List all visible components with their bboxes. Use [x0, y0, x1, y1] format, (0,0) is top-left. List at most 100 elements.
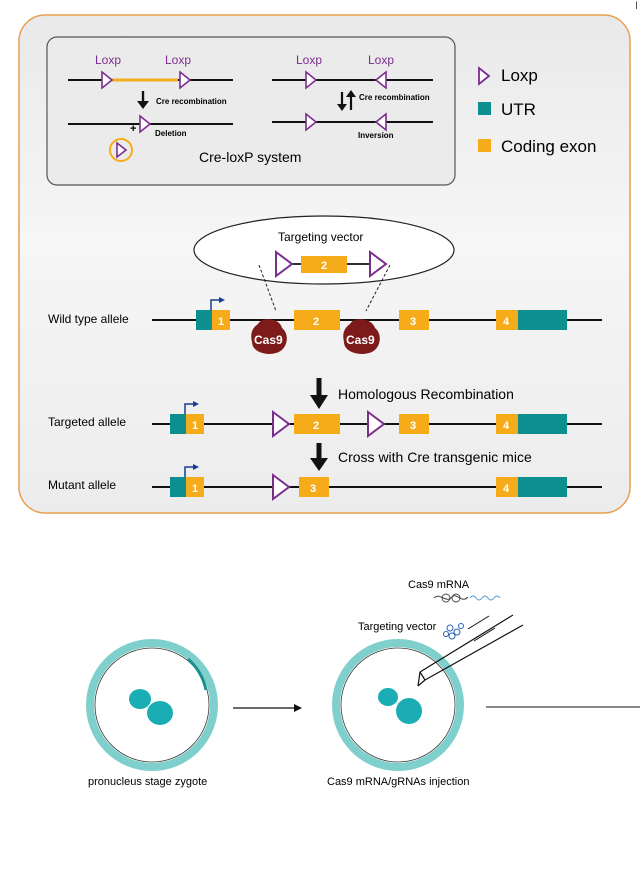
down-arrow-icon	[337, 104, 347, 111]
exon-box	[186, 477, 204, 497]
creloxp-box	[46, 36, 456, 186]
utr-box	[518, 414, 567, 434]
mutant-allele: 1 3 4	[152, 464, 602, 501]
cas9-mrna-label: Cas9 mRNA	[408, 579, 470, 591]
utr-box	[196, 310, 212, 330]
zygote-caption: pronucleus stage zygote	[88, 776, 207, 788]
grna-cluster-icon	[443, 623, 464, 640]
cas9-protein	[343, 319, 380, 354]
cre-recombination-label: Cre recombination	[359, 93, 430, 102]
cre-recombination-label: Cre recombination	[156, 97, 227, 106]
exon-box	[301, 256, 347, 273]
legend-exon-swatch	[478, 139, 491, 152]
exon-box	[294, 414, 340, 434]
down-arrow-icon	[310, 458, 328, 471]
promoter-arrow-icon	[184, 466, 194, 477]
deletion-label: Deletion	[155, 129, 187, 138]
exon-number: 3	[310, 483, 316, 495]
right-arrow-icon	[294, 704, 302, 712]
loxp-label: Loxp	[296, 53, 322, 67]
exon-number: 4	[503, 316, 510, 328]
exon-number: 4	[503, 483, 510, 495]
loxp-triangle	[179, 70, 192, 90]
loxp-triangle	[101, 70, 114, 90]
exon-number: 3	[410, 316, 416, 328]
exon-box	[299, 477, 329, 497]
zygote-left	[86, 639, 218, 771]
loxp-triangle	[272, 473, 291, 501]
exon-number: 3	[410, 420, 416, 432]
pronucleus	[129, 689, 151, 709]
cas9-label: Cas9	[254, 333, 283, 347]
down-arrow-icon	[310, 395, 328, 409]
loxp-label: Loxp	[368, 53, 394, 67]
step-cross-cre: Cross with Cre transgenic mice	[338, 449, 532, 465]
down-arrow-icon	[137, 101, 149, 109]
deletion-schematic: Loxp Loxp Cre recombination Deletion +	[68, 53, 233, 162]
exon-box	[399, 414, 429, 434]
loxp-triangle	[305, 112, 318, 132]
loxp-triangle	[374, 112, 387, 132]
legend-exon-label: Coding exon	[501, 137, 596, 156]
row-label-wild-type: Wild type allele	[48, 312, 129, 326]
exon-box	[496, 414, 518, 434]
exon-box	[399, 310, 429, 330]
corner-mark: I	[634, 0, 638, 12]
inversion-schematic: Loxp Loxp Cre recombination Inversion	[272, 53, 433, 140]
mrna-squiggle-icon	[433, 593, 501, 603]
pronucleus	[378, 688, 398, 706]
plus-sign: +	[130, 123, 136, 135]
loxp-triangle	[374, 70, 387, 90]
exon-number: 1	[192, 420, 198, 432]
legend-loxp-label: Loxp	[501, 66, 538, 85]
exon-number: 1	[218, 316, 224, 328]
exon-box	[186, 414, 204, 434]
exon-box	[212, 310, 230, 330]
exon-box	[496, 477, 518, 497]
targeting-vector-label: Targeting vector	[278, 230, 363, 244]
utr-box	[170, 477, 186, 497]
promoter-arrowhead	[193, 401, 199, 407]
pronucleus	[396, 698, 422, 724]
cas9-protein	[251, 319, 287, 354]
targeted-allele: 1 2 3 4	[152, 401, 602, 438]
exon-number: 2	[313, 316, 319, 328]
legend: Loxp UTR Coding exon	[478, 66, 596, 156]
exon-number: 2	[321, 260, 327, 272]
cas9-label: Cas9	[346, 333, 375, 347]
exon-number: 4	[503, 420, 510, 432]
utr-box	[170, 414, 186, 434]
injection-caption: Cas9 mRNA/gRNAs injection	[327, 776, 469, 788]
promoter-arrow-icon	[184, 403, 194, 414]
exon-box	[294, 310, 340, 330]
legend-utr-label: UTR	[501, 100, 536, 119]
row-label-targeted: Targeted allele	[48, 415, 126, 429]
pronucleus	[147, 701, 173, 725]
promoter-arrow-icon	[210, 299, 220, 310]
legend-utr-swatch	[478, 102, 491, 115]
step-homologous-recombination: Homologous Recombination	[338, 386, 514, 402]
promoter-arrowhead	[193, 464, 199, 470]
loxp-triangle	[367, 410, 386, 438]
loxp-triangle	[116, 141, 128, 159]
promoter-arrowhead	[219, 297, 225, 303]
row-label-mutant: Mutant allele	[48, 478, 116, 492]
exon-number: 1	[192, 483, 198, 495]
excised-circle	[109, 138, 133, 162]
loxp-triangle	[369, 250, 388, 278]
injection-needle	[424, 624, 524, 681]
exon-box	[496, 310, 518, 330]
creloxp-title: Cre-loxP system	[199, 149, 301, 165]
loxp-triangle	[139, 114, 152, 134]
targeting-vector-bottom-label: Targeting vector	[358, 621, 437, 633]
exon-number: 2	[313, 420, 319, 432]
legend-loxp-icon	[478, 66, 491, 86]
loxp-triangle	[305, 70, 318, 90]
up-arrow-icon	[346, 90, 356, 97]
utr-box	[518, 310, 567, 330]
zygote-injected	[332, 614, 524, 771]
loxp-label: Loxp	[165, 53, 191, 67]
utr-box	[518, 477, 567, 497]
loxp-label: Loxp	[95, 53, 121, 67]
targeting-vector: Targeting vector 2	[193, 215, 455, 312]
